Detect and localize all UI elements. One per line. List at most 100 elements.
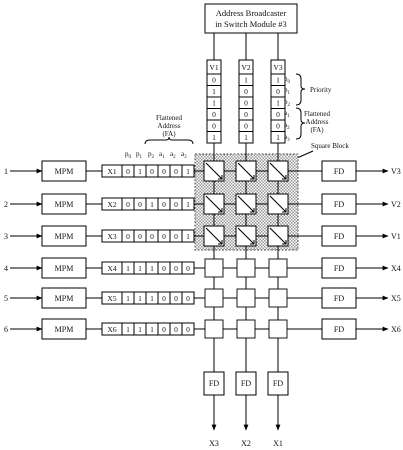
row-register-bit: 0 [126,232,130,241]
row-register-bit: 0 [174,167,178,176]
row-register-bit: 0 [174,200,178,209]
column-register-bit: 1 [276,99,280,108]
row-output-label: V1 [391,232,401,241]
broadcaster-title: Address Broadcaster [216,8,287,18]
row-register-bit: 1 [126,325,130,334]
mpm-box [41,287,87,309]
crossbar-cell [268,258,288,278]
column-register-bit: 0 [244,99,248,108]
column-register-bit: 0 [212,122,216,131]
fd-label: FD [334,264,344,273]
crossbar-cell [203,160,225,182]
row-register-bit: 0 [162,294,166,303]
row-register-bit: 0 [174,325,178,334]
row-register-label: X2 [107,200,116,209]
row-register-label: X4 [107,264,116,273]
bit-label-a3: a [284,133,288,141]
row-output-label: X4 [391,264,401,273]
row-register-bit: 1 [126,294,130,303]
mpm-label: MPM [55,264,74,273]
fd-box [321,257,357,279]
row-bit-label-p1: p [136,150,140,158]
column-register-bit: 1 [244,133,248,142]
column-register-bit: 1 [212,99,216,108]
column-register-bit: 1 [276,133,280,142]
mpm-label: MPM [55,325,74,334]
row-bit-label-a1: a [159,150,163,158]
fd-label: FD [334,294,344,303]
row-number: 2 [4,200,8,209]
column-register-label: V3 [273,63,282,72]
fa-label-top-3: (FA) [162,130,176,138]
svg-text:a3: a3 [181,150,187,160]
svg-text:a3: a3 [284,133,290,143]
mpm-label: MPM [55,200,74,209]
row-register-bit: 1 [186,167,190,176]
row-register-bit: 1 [138,264,142,273]
row-register-label: X6 [107,325,116,334]
svg-text:a2: a2 [170,150,176,160]
column-output-label: X3 [209,439,219,448]
column-register-bit: 0 [244,122,248,131]
crossbar-cell [236,288,256,308]
crossbar-cell [267,225,289,247]
row-number: 4 [4,264,8,273]
crossbar-grid [203,160,289,339]
row-bit-label-p2: p [148,150,152,158]
row-register-bit: 0 [138,200,142,209]
fa-label-top-2: Address [158,122,181,130]
row-register-label: X5 [107,294,116,303]
bit-label-p1: p [284,86,288,94]
fd-box [321,225,357,247]
row-register-bit: 0 [162,167,166,176]
row-register-bit: 0 [126,167,130,176]
mpm-box [41,225,87,247]
row-register-bit: 1 [138,325,142,334]
row-bit-labels: p0 p1 p2 a1 a2 a3 [125,150,187,160]
crossbar-cell [204,258,224,278]
row-bit-label-a3: a [181,150,185,158]
fd-box [321,318,357,340]
row-register-label: X1 [107,167,116,176]
row-register-bit: 0 [174,294,178,303]
broadcaster-subtitle: in Switch Module #3 [215,19,287,29]
svg-text:a2: a2 [284,121,290,131]
fa-label-right-1: Flattened [304,110,331,118]
bit-label-a2: a [284,121,288,129]
crossbar-cell [267,160,289,182]
row-register-bit: 1 [186,200,190,209]
row-output-label: X6 [391,325,401,334]
column-register-bit: 0 [276,110,280,119]
priority-label: Priority [310,86,332,94]
mpm-box [41,318,87,340]
row-register-bit: 1 [126,264,130,273]
row-register-bit: 0 [150,232,154,241]
fd-label: FD [273,379,283,388]
row-register-bit: 0 [162,232,166,241]
column-register-label: V2 [241,63,250,72]
row-register-bit: 0 [186,294,190,303]
row-output-label: V3 [391,167,401,176]
column-register-bit: 0 [276,122,280,131]
column-register-bit: 0 [212,110,216,119]
row-number: 6 [4,325,8,334]
mpm-label: MPM [55,232,74,241]
crossbar-cell [268,319,288,339]
column-register-bit: 1 [244,76,248,85]
crossbar-cell [204,288,224,308]
fd-box [321,287,357,309]
row-number: 1 [4,167,8,176]
